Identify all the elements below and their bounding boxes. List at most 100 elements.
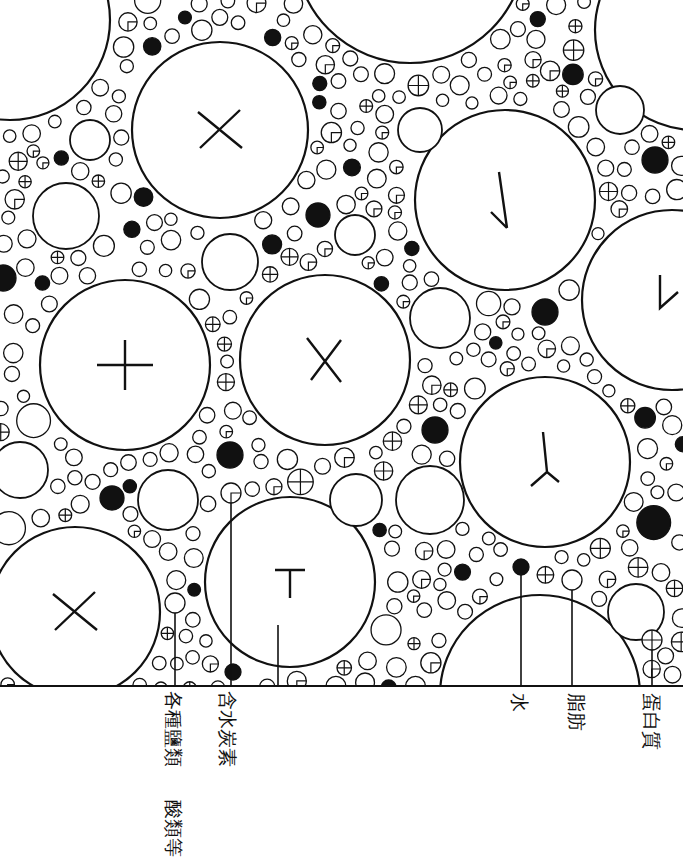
small-particle: [114, 130, 129, 145]
small-particle: [397, 419, 411, 433]
small-particle: [408, 638, 420, 650]
leader-line: [277, 625, 279, 686]
small-particle: [144, 531, 161, 548]
small-particle: [672, 609, 683, 628]
small-particle: [66, 449, 83, 466]
small-particle: [0, 265, 16, 291]
small-particle: [388, 206, 401, 219]
small-particle: [387, 599, 402, 614]
small-particle: [458, 604, 473, 619]
leader-line: [520, 575, 522, 686]
small-particle: [5, 190, 24, 209]
small-particle: [563, 64, 584, 85]
small-particle: [202, 234, 258, 290]
small-particle: [200, 496, 215, 511]
small-particle: [356, 673, 375, 686]
small-particle: [494, 543, 508, 557]
small-particle: [135, 0, 161, 13]
small-particle: [388, 572, 408, 592]
small-particle: [598, 160, 614, 176]
small-particle: [92, 79, 109, 96]
small-particle: [409, 396, 427, 414]
small-particle: [104, 463, 118, 477]
small-particle: [432, 633, 446, 647]
small-particle: [398, 108, 442, 152]
small-particle: [326, 39, 340, 53]
small-particle: [254, 455, 268, 469]
small-particle: [498, 59, 511, 72]
small-particle: [556, 85, 568, 97]
small-particle: [371, 615, 401, 645]
small-particle: [376, 126, 389, 139]
small-particle: [0, 170, 9, 183]
small-particle: [161, 627, 173, 639]
small-particle: [557, 360, 569, 372]
small-particle: [189, 289, 209, 309]
component-label: 蛋白質: [642, 693, 661, 750]
small-particle: [456, 522, 469, 535]
small-particle: [191, 0, 207, 12]
small-particle: [387, 658, 407, 678]
small-particle: [262, 267, 277, 282]
small-particle: [337, 195, 355, 213]
small-particle: [33, 183, 99, 249]
small-particle: [675, 437, 683, 452]
small-particle: [412, 445, 431, 464]
small-particle: [418, 359, 432, 373]
small-particle: [476, 291, 500, 315]
small-particle: [138, 470, 198, 530]
small-particle: [3, 130, 16, 143]
small-particle: [284, 0, 302, 13]
small-particle: [587, 370, 601, 384]
small-particle: [51, 479, 65, 493]
small-particle: [35, 276, 49, 290]
leader-line: [571, 590, 573, 686]
small-particle: [188, 583, 201, 596]
small-particle: [77, 100, 91, 114]
small-particle: [144, 38, 161, 55]
small-particle: [54, 438, 67, 451]
small-particle: [140, 240, 154, 254]
small-particle: [72, 163, 89, 180]
small-particle: [530, 12, 545, 27]
small-particle: [555, 551, 568, 564]
small-particle: [433, 66, 450, 83]
small-particle: [85, 474, 100, 489]
leader-line: [174, 613, 176, 686]
granule-mark: [491, 172, 507, 228]
small-particle: [263, 235, 282, 254]
small-particle: [202, 656, 218, 672]
small-particle: [179, 11, 192, 24]
small-particle: [79, 268, 95, 284]
small-particle: [611, 201, 628, 218]
small-particle: [538, 340, 555, 357]
small-particle: [285, 37, 298, 50]
small-particle: [370, 446, 383, 459]
small-particle: [0, 401, 8, 415]
small-particle: [490, 337, 502, 349]
small-particle: [4, 305, 23, 324]
small-particle: [132, 262, 146, 276]
small-particle: [240, 292, 253, 305]
small-particle: [351, 121, 364, 134]
small-particle: [625, 140, 639, 154]
small-particle: [376, 105, 394, 123]
small-particle: [311, 141, 324, 154]
small-particle: [472, 589, 487, 604]
small-particle: [578, 0, 591, 8]
small-particle: [663, 416, 682, 435]
small-particle: [527, 30, 545, 48]
small-particle: [165, 213, 177, 225]
small-particle: [389, 525, 402, 538]
large-granule: [132, 42, 308, 218]
small-particle: [27, 145, 40, 158]
small-particle: [469, 547, 483, 561]
small-particle: [621, 399, 635, 413]
small-particle: [321, 122, 341, 142]
small-particle: [668, 484, 683, 501]
small-particle: [413, 571, 431, 589]
small-particle: [439, 451, 454, 466]
small-particle: [641, 126, 658, 143]
small-particle: [93, 235, 114, 256]
small-particle: [652, 564, 670, 582]
